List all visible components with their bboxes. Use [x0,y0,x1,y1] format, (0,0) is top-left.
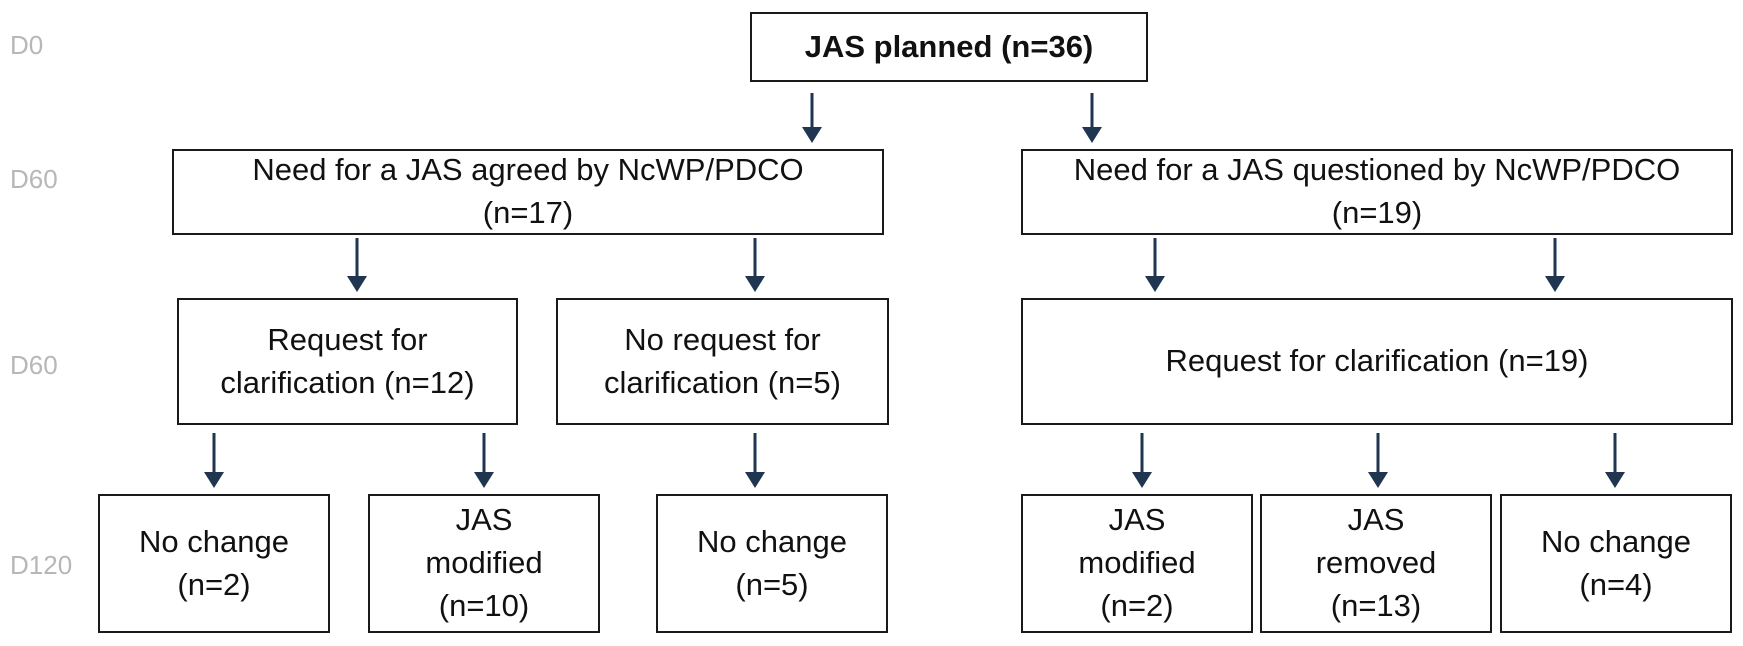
stage-label-d120: D120 [10,550,73,580]
outcome-q3-line2: (n=4) [1579,566,1653,602]
arrow-questioned-to-request-left [1145,238,1165,292]
agreed-no-request-line1: No request for [624,321,821,357]
outcome-no-change-agreed-request: No change (n=2) [98,494,330,633]
agreed-no-request-line2: clarification (n=5) [604,364,841,400]
arrow-agreed-request-to-no-change [204,433,224,488]
outcome-q2-line3: (n=13) [1330,587,1422,623]
agreed-request-line2: clarification (n=12) [220,364,475,400]
arrow-questioned-request-to-modified [1132,433,1152,488]
stage-label-d60-first: D60 [10,164,58,194]
outcome-q2-line1: JAS [1347,502,1405,538]
questioned-label-line2: (n=19) [1331,195,1423,230]
questioned-request-label: Request for clarification (n=19) [1165,343,1589,379]
outcome-a2-line1: JAS [455,502,513,538]
arrow-questioned-request-to-no-change [1605,433,1625,488]
stage-label-d0: D0 [10,30,44,60]
agreed-request-box: Request for clarification (n=12) [177,298,518,425]
outcome-q1-line1: JAS [1108,502,1166,538]
stage-label-d60-second: D60 [10,350,58,380]
arrow-questioned-request-to-removed [1368,433,1388,488]
root-box: JAS planned (n=36) [750,12,1148,82]
agreed-box: Need for a JAS agreed by NcWP/PDCO (n=17… [172,149,884,235]
outcome-a1-line2: (n=2) [177,566,251,602]
outcome-jas-removed-questioned: JAS removed (n=13) [1260,494,1492,633]
questioned-box: Need for a JAS questioned by NcWP/PDCO (… [1021,149,1733,235]
outcome-a2-line3: (n=10) [438,587,530,623]
root-label: JAS planned (n=36) [804,28,1094,64]
arrow-root-to-agreed [802,93,822,143]
outcome-a3-line2: (n=5) [735,566,809,602]
arrow-questioned-to-request-right [1545,238,1565,292]
outcome-q3-line1: No change [1541,523,1691,559]
outcome-jas-modified-agreed: JAS modified (n=10) [368,494,600,633]
arrow-agreed-request-to-modified [474,433,494,488]
outcome-jas-modified-questioned: JAS modified (n=2) [1021,494,1253,633]
outcome-a3-line1: No change [697,523,847,559]
outcome-a1-line1: No change [139,523,289,559]
arrow-agreed-to-no-request [745,238,765,292]
questioned-label-line1: Need for a JAS questioned by NcWP/PDCO [1073,152,1681,188]
arrow-root-to-questioned [1082,93,1102,143]
agreed-request-line1: Request for [267,321,428,357]
arrow-no-request-to-no-change [745,433,765,488]
agreed-label-line2: (n=17) [482,195,574,230]
outcome-q1-line3: (n=2) [1100,587,1174,623]
outcome-no-change-questioned: No change (n=4) [1500,494,1732,633]
agreed-no-request-box: No request for clarification (n=5) [556,298,889,425]
outcome-no-change-agreed-no-request: No change (n=5) [656,494,888,633]
agreed-label-line1: Need for a JAS agreed by NcWP/PDCO [252,152,804,188]
arrow-agreed-to-request [347,238,367,292]
outcome-q1-line2: modified [1078,545,1196,581]
outcome-a2-line2: modified [425,545,543,581]
outcome-q2-line2: removed [1315,545,1437,581]
questioned-request-box: Request for clarification (n=19) [1021,298,1733,425]
